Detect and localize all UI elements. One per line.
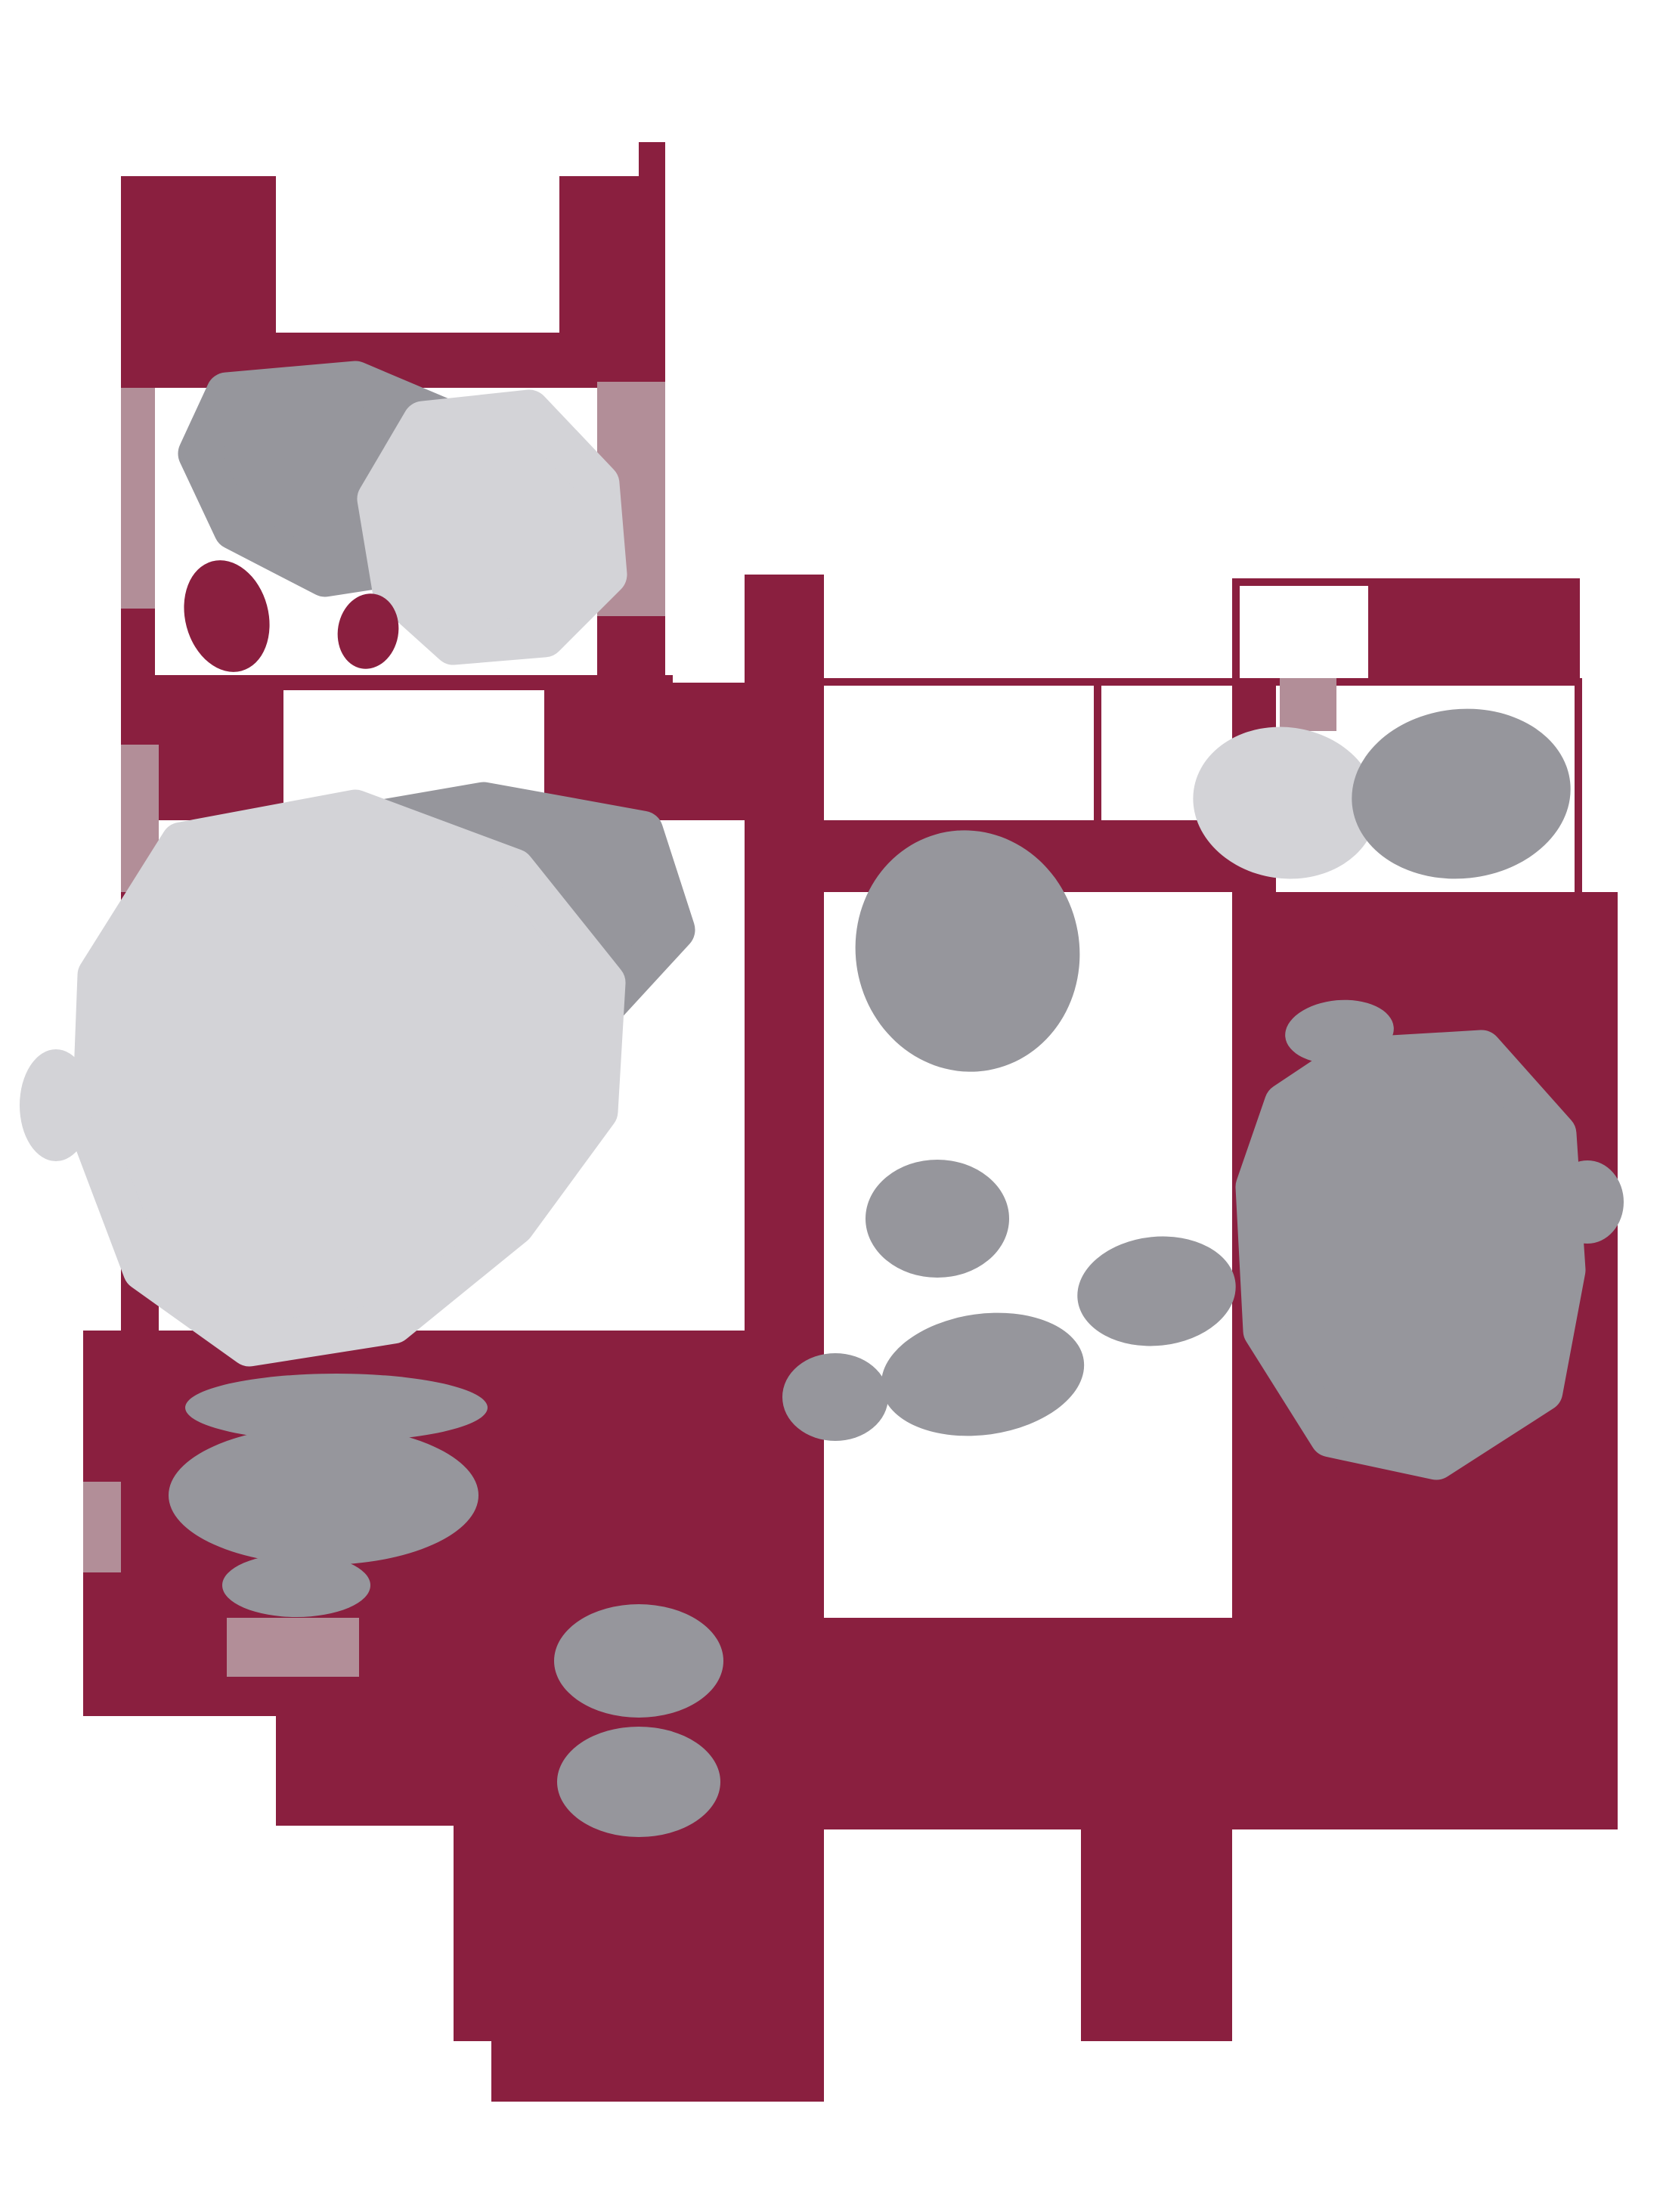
top-right-wall-line-v: [1232, 578, 1240, 684]
bedroom-right-wall-lower: [597, 616, 665, 678]
corridor-divider-line: [1094, 678, 1101, 822]
top-right-wall-block: [1368, 578, 1580, 684]
bottom-left-label-2: [169, 1426, 478, 1565]
right-room-label-large: [1235, 1030, 1586, 1480]
bedroom-wall-step: [639, 142, 665, 180]
bottom-tab: [491, 2041, 824, 2102]
center-label-blob-3: [782, 1353, 888, 1441]
corridor-top-wall-line: [824, 678, 1236, 686]
door-swing-right: [337, 593, 399, 669]
bottom-left-door: [227, 1618, 359, 1677]
top-right-wall-line-h: [1232, 578, 1372, 586]
bedroom-left-window: [121, 388, 155, 609]
right-edge-label: [1551, 1160, 1624, 1244]
living-furniture-light: [71, 789, 626, 1367]
bed-blob-light: [357, 389, 627, 665]
bottom-right-corner: [1081, 1829, 1232, 2041]
bottom-center-label-1: [554, 1604, 723, 1718]
left-wall-upper: [121, 675, 159, 747]
door-tab: [20, 1049, 92, 1161]
wall-line-below-bedroom: [121, 675, 673, 683]
bath-door: [1280, 678, 1336, 731]
bottom-left-label-3: [222, 1554, 370, 1617]
hall-label-blob: [1077, 1236, 1236, 1346]
bottom-left-label-1: [185, 1374, 488, 1442]
center-label-blob-2: [866, 1160, 1009, 1278]
bedroom-window-opening: [276, 176, 559, 333]
bottom-center-label-2: [557, 1727, 720, 1837]
bedroom-left-wall-lower: [121, 609, 155, 678]
bottom-right-mid: [824, 1618, 1232, 1829]
bath-right-wall-line: [1575, 678, 1582, 894]
door-swing-left: [184, 560, 270, 672]
lower-left-window: [83, 1482, 121, 1572]
bath-fixture-dark: [1352, 708, 1571, 879]
center-label-blob-4: [881, 1312, 1085, 1436]
center-label-blob-1: [855, 830, 1080, 1072]
center-wall-band: [745, 575, 824, 1618]
bath-fixture-light: [1193, 726, 1377, 879]
